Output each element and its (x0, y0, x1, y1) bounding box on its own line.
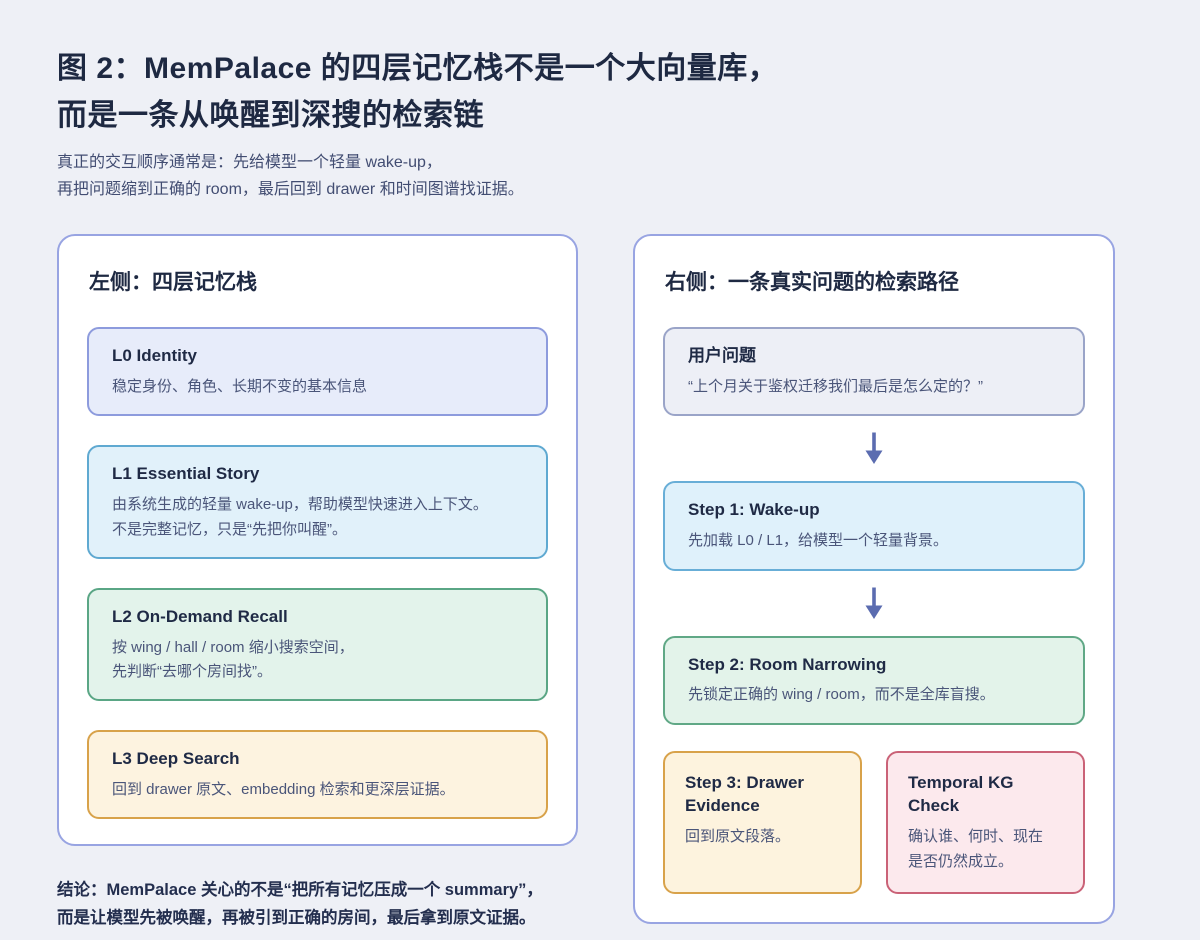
retrieval-path-panel-header: 右侧：一条真实问题的检索路径 (665, 271, 959, 295)
node-temporal-kg-description-line-1: 确认谁、何时、现在 (908, 828, 1044, 846)
card-l1-title: L1 Essential Story (112, 464, 260, 484)
retrieval-path-panel: 右侧：一条真实问题的检索路径 用户问题 “上个月关于鉴权迁移我们最后是怎么定的？… (633, 234, 1115, 925)
down-arrow-icon (863, 431, 885, 465)
panels-row: 左侧：四层记忆栈 L0 Identity 稳定身份、角色、长期不变的基本信息 L… (57, 234, 1200, 932)
card-l0-identity: L0 Identity 稳定身份、角色、长期不变的基本信息 (87, 327, 548, 417)
card-l2-on-demand-recall: L2 On-Demand Recall 按 wing / hall / room… (87, 587, 548, 702)
card-l1-description-line-2: 不是完整记忆，只是“先把你叫醒”。 (112, 520, 347, 538)
figure-subtitle: 真正的交互顺序通常是：先给模型一个轻量 wake-up， 再把问题缩到正确的 r… (57, 149, 1200, 203)
card-l2-title: L2 On-Demand Recall (112, 606, 288, 626)
node-temporal-kg-description-line-2: 是否仍然成立。 (908, 852, 1014, 870)
conclusion-line-2: 而是让模型先被唤醒，再被引到正确的房间，最后拿到原文证据。 (57, 909, 536, 928)
node-step1-title: Step 1: Wake-up (688, 500, 820, 520)
card-l1-essential-story: L1 Essential Story 由系统生成的轻量 wake-up，帮助模型… (87, 445, 548, 559)
flow-arrow-1 (663, 416, 1085, 481)
node-temporal-kg-check: Temporal KG Check 确认谁、何时、现在 是否仍然成立。 (886, 750, 1085, 894)
down-arrow-icon (863, 586, 885, 620)
flow-arrow-2 (663, 571, 1085, 636)
card-l2-description-line-2: 先判断“去哪个房间找”。 (112, 662, 272, 680)
figure-title-line-2: 而是一条从唤醒到深搜的检索链 (57, 98, 484, 132)
card-l1-description-line-1: 由系统生成的轻量 wake-up，帮助模型快速进入上下文。 (112, 496, 488, 514)
card-l0-title: L0 Identity (112, 346, 198, 366)
figure-title-line-1: 图 2：MemPalace 的四层记忆栈不是一个大向量库， (57, 52, 779, 85)
card-l3-description: 回到 drawer 原文、embedding 检索和更深层证据。 (112, 781, 455, 799)
node-step2-room-narrowing: Step 2: Room Narrowing 先锁定正确的 wing / roo… (663, 635, 1085, 725)
memory-stack-panel: 左侧：四层记忆栈 L0 Identity 稳定身份、角色、长期不变的基本信息 L… (57, 234, 578, 847)
figure-subtitle-line-1: 真正的交互顺序通常是：先给模型一个轻量 wake-up， (57, 154, 442, 171)
final-nodes-row: Step 3: Drawer Evidence 回到原文段落。 Temporal… (663, 750, 1085, 894)
node-user-question-text: “上个月关于鉴权迁移我们最后是怎么定的？” (688, 378, 983, 396)
node-step1-wake-up: Step 1: Wake-up 先加载 L0 / L1，给模型一个轻量背景。 (663, 481, 1085, 571)
node-user-question-title: 用户问题 (688, 346, 756, 366)
left-column: 左侧：四层记忆栈 L0 Identity 稳定身份、角色、长期不变的基本信息 L… (57, 234, 578, 932)
card-l3-title: L3 Deep Search (112, 749, 240, 769)
card-l3-deep-search: L3 Deep Search 回到 drawer 原文、embedding 检索… (87, 730, 548, 820)
conclusion-line-1: 结论：MemPalace 关心的不是“把所有记忆压成一个 summary”， (57, 881, 543, 900)
node-step3-title: Step 3: Drawer Evidence (685, 772, 805, 816)
node-step2-title: Step 2: Room Narrowing (688, 654, 887, 674)
conclusion-text: 结论：MemPalace 关心的不是“把所有记忆压成一个 summary”， 而… (57, 877, 578, 932)
figure-title: 图 2：MemPalace 的四层记忆栈不是一个大向量库， 而是一条从唤醒到深搜… (57, 46, 1200, 139)
node-step3-description: 回到原文段落。 (685, 828, 791, 846)
node-user-question: 用户问题 “上个月关于鉴权迁移我们最后是怎么定的？” (663, 327, 1085, 417)
node-temporal-kg-title: Temporal KG Check (908, 772, 1014, 816)
card-l2-description-line-1: 按 wing / hall / room 缩小搜索空间， (112, 638, 354, 656)
node-step2-description: 先锁定正确的 wing / room，而不是全库盲搜。 (688, 686, 995, 704)
memory-stack-panel-header: 左侧：四层记忆栈 (89, 271, 257, 295)
node-step1-description: 先加载 L0 / L1，给模型一个轻量背景。 (688, 532, 949, 550)
card-l0-description: 稳定身份、角色、长期不变的基本信息 (112, 378, 368, 396)
node-step3-drawer-evidence: Step 3: Drawer Evidence 回到原文段落。 (663, 750, 862, 894)
figure-subtitle-line-2: 再把问题缩到正确的 room，最后回到 drawer 和时间图谱找证据。 (57, 181, 524, 199)
